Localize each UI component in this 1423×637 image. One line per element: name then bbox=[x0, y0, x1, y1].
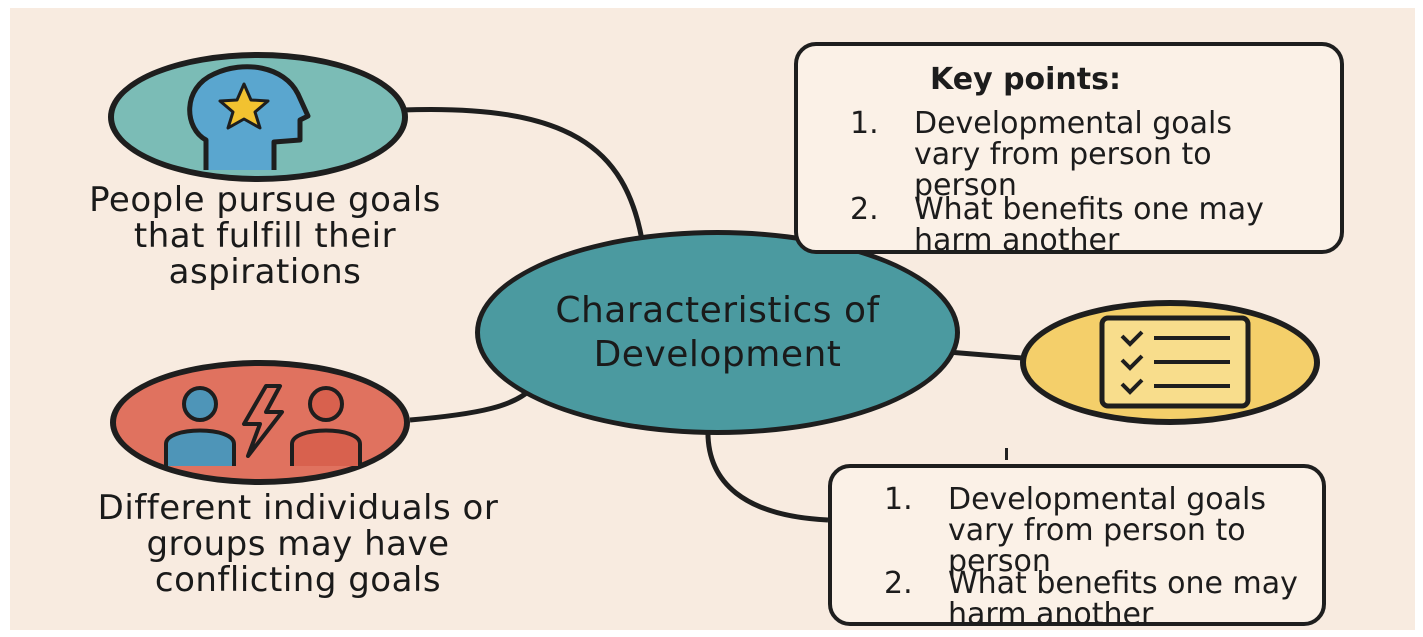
key-point-2-number: 2. bbox=[850, 192, 879, 227]
bottom-point-2-number: 2. bbox=[884, 566, 913, 601]
connector-bottom bbox=[705, 427, 829, 523]
connector-top-left bbox=[401, 106, 645, 241]
person-left-head bbox=[182, 386, 218, 422]
diagram-canvas: People pursue goals that fulfill their a… bbox=[10, 8, 1415, 630]
person-right-head bbox=[308, 386, 344, 422]
bottom-point-1-text: Developmental goals vary from person to … bbox=[948, 482, 1266, 579]
caption-bottom-left: Different individuals or groups may have… bbox=[97, 488, 499, 600]
key-point-1-text: Developmental goals vary from person to … bbox=[914, 106, 1232, 203]
caption-top-left: People pursue goals that fulfill their a… bbox=[89, 180, 441, 292]
center-title: Characteristics of Development bbox=[555, 289, 880, 375]
bottom-point-1-number: 1. bbox=[884, 482, 913, 517]
center-topic: Characteristics of Development bbox=[475, 230, 960, 435]
divider-mark bbox=[1005, 448, 1008, 460]
key-point-2-text: What benefits one may harm another bbox=[914, 192, 1264, 258]
key-points-card: Key points: 1. Developmental goals vary … bbox=[794, 42, 1344, 258]
head-with-star-icon bbox=[108, 52, 408, 182]
lightning-icon bbox=[242, 384, 284, 458]
bottom-point-2-text: What benefits one may harm another bbox=[948, 566, 1298, 632]
person-left-body bbox=[164, 428, 236, 466]
person-right-body bbox=[290, 428, 362, 466]
connector-right bbox=[947, 349, 1023, 361]
points-card-bottom: 1. Developmental goals vary from person … bbox=[828, 464, 1326, 630]
connector-bottom-left bbox=[409, 386, 534, 423]
key-point-1-number: 1. bbox=[850, 106, 879, 141]
key-points-title: Key points: bbox=[930, 62, 1121, 97]
checklist-icon bbox=[1020, 300, 1320, 425]
conflict-people-icon bbox=[110, 360, 410, 485]
